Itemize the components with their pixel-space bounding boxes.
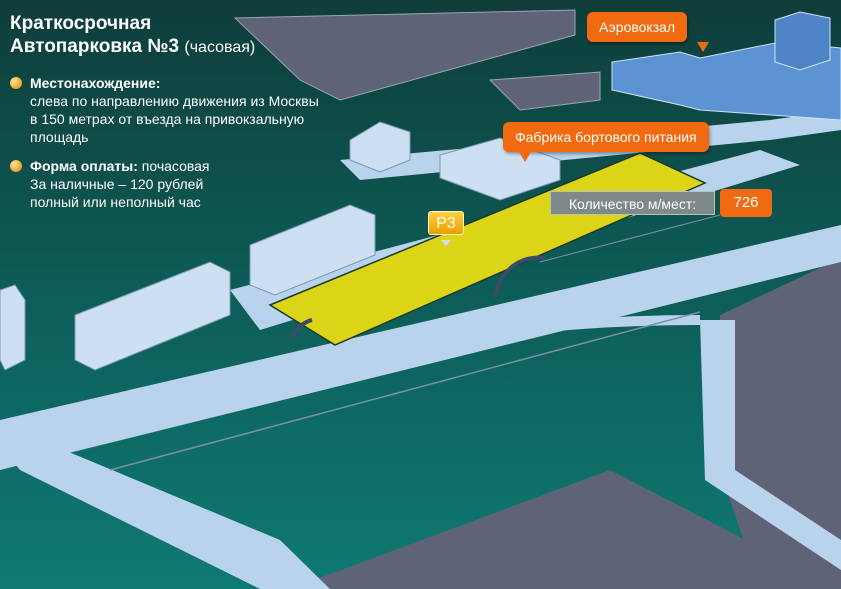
catering-label: Фабрика бортового питания	[515, 129, 697, 145]
catering-callout[interactable]: Фабрика бортового питания	[503, 122, 709, 162]
terminal-callout[interactable]: Аэровокзал	[587, 12, 710, 52]
page-title: Краткосрочная Автопарковка №3 (часовая)	[10, 12, 255, 59]
payment-block: Форма оплаты: почасовая За наличные – 12…	[10, 157, 210, 211]
entry-arrow-1	[493, 255, 546, 299]
marker-pointer-icon	[441, 240, 451, 246]
title-suffix: (часовая)	[184, 39, 256, 56]
road-centerline	[109, 311, 701, 471]
building-left-1	[249, 204, 376, 296]
parking-marker-p3[interactable]: P3	[428, 211, 464, 235]
orange-dot-icon	[10, 160, 22, 172]
payment-heading: Форма оплаты:	[30, 158, 138, 174]
capacity-value: 726	[720, 189, 772, 217]
field-bottom	[290, 470, 841, 589]
orange-dot-icon	[10, 77, 22, 89]
field-top	[233, 9, 576, 101]
left-road	[0, 440, 330, 589]
location-block: Местонахождение: слева по направлению дв…	[10, 74, 319, 146]
location-line-2: в 150 метрах от въезда на привокзальную	[30, 111, 305, 127]
capacity-label: Количество м/мест:	[550, 191, 715, 215]
building-left-2	[74, 261, 231, 371]
field-small	[488, 71, 601, 111]
road-centerline-2	[539, 214, 721, 263]
building-left-3	[0, 284, 26, 371]
entry-arrow-2	[290, 318, 313, 339]
terminal-label: Аэровокзал	[599, 19, 676, 35]
location-heading: Местонахождение:	[30, 75, 161, 91]
location-line-3: площадь	[30, 129, 89, 145]
payment-line-1: За наличные – 120 рублей	[30, 176, 204, 192]
terminal-tower	[774, 11, 831, 71]
payment-line-2: полный или неполный час	[30, 194, 201, 210]
road-curve	[378, 315, 701, 365]
right-road	[700, 320, 841, 570]
title-line2: Автопарковка №3	[10, 36, 180, 57]
location-line-1: слева по направлению движения из Москвы	[30, 93, 319, 109]
payment-heading-value: почасовая	[141, 158, 210, 174]
building-low-1	[349, 121, 411, 173]
title-line1: Краткосрочная	[10, 13, 152, 34]
